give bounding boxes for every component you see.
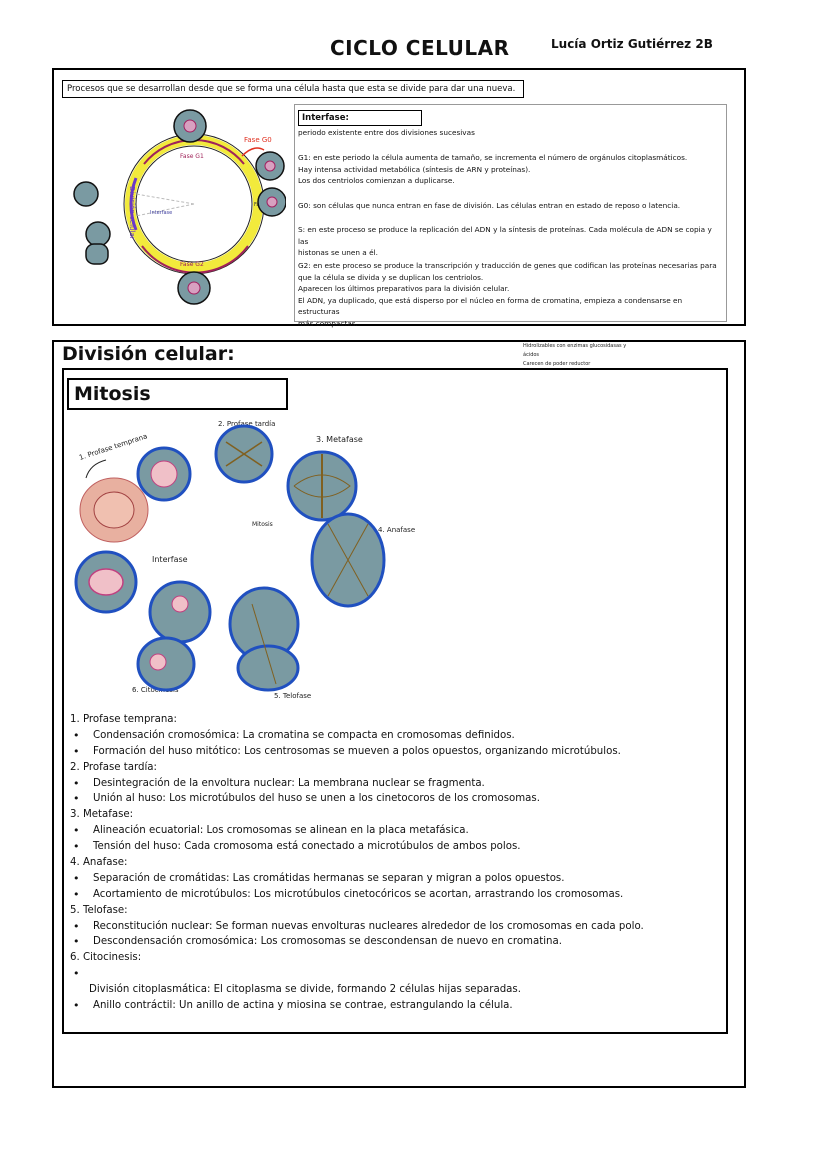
interphase-label: Interfase xyxy=(152,555,188,564)
interphase-label: Interfase xyxy=(150,210,172,216)
early-prophase-cell-2 xyxy=(136,446,192,502)
cell-left-dividing xyxy=(73,181,111,265)
phase-heading: 6. Citocinesis: xyxy=(70,952,142,964)
metaphase-cell xyxy=(286,450,358,522)
side-note-1: Hidrolizables con enzimas glucosidasas y xyxy=(523,343,627,349)
cell-division-section xyxy=(52,340,746,1088)
phase-item: Desintegración de la envoltura nuclear: … xyxy=(70,776,710,792)
phase-heading: 1. Profase temprana: xyxy=(70,714,177,725)
phase-item: Formación del huso mitótico: Los centros… xyxy=(70,744,710,760)
cell-right xyxy=(257,187,286,217)
g1-paragraph: G1: en este periodo la célula aumenta de… xyxy=(298,153,688,185)
phases-list: 1. Profase temprana: Condensación cromos… xyxy=(70,712,710,1014)
s-paragraph: S: en este proceso se produce la replica… xyxy=(298,225,712,257)
mitosis-diagram: 1. Profase temprana 2. Profase tardía 3.… xyxy=(74,420,415,700)
anaphase-label: 4. Anafase xyxy=(378,526,415,534)
late-prophase-cell xyxy=(214,424,274,484)
division-label: División celular xyxy=(128,186,136,240)
late-prophase-label: 2. Profase tardía xyxy=(218,420,275,428)
g0-paragraph: G0: son células que nunca entran en fase… xyxy=(298,201,681,210)
interphase-title: Interfase: xyxy=(298,110,422,126)
cell-bottom xyxy=(177,271,211,305)
cell-cycle-section xyxy=(52,68,746,326)
phase-item: Unión al huso: Los microtúbulos del huso… xyxy=(70,791,710,807)
side-note-3: Carecen de poder reductor xyxy=(523,361,591,367)
g0-arrow xyxy=(241,147,265,157)
cell-division-title: División celular: xyxy=(62,343,235,365)
cell-cycle-diagram: Fase G0 Fase G1 Fase G2 Fase S Interfase… xyxy=(73,109,286,305)
page-title: CICLO CELULAR xyxy=(330,36,510,60)
early-prophase-label: 1. Profase temprana xyxy=(78,432,148,462)
phase-item-empty xyxy=(70,966,710,982)
cytokinesis-cell xyxy=(136,580,212,692)
mitosis-panel xyxy=(62,368,728,1034)
cell-right-top xyxy=(255,151,285,181)
mitosis-center-label: Mitosis xyxy=(252,521,273,528)
interphase-subtitle: periodo existente entre dos divisiones s… xyxy=(298,128,475,137)
mitosis-title: Mitosis xyxy=(67,378,288,410)
phase-item: Anillo contráctil: Un anillo de actina y… xyxy=(70,998,710,1014)
phase-heading: 5. Telofase: xyxy=(70,904,128,916)
interphase-cell xyxy=(74,550,138,614)
metaphase-label: 3. Metafase xyxy=(316,435,363,444)
phase-item: Separación de cromátidas: Las cromátidas… xyxy=(70,871,710,887)
cytokinesis-label: 6. Citocinesis xyxy=(132,686,179,694)
anaphase-cell xyxy=(310,512,386,608)
phase-item: Alineación ecuatorial: Los cromosomas se… xyxy=(70,823,710,839)
cell-top xyxy=(173,109,207,143)
phase-heading: 4. Anafase: xyxy=(70,857,128,869)
phase-item: Reconstitución nuclear: Se forman nuevas… xyxy=(70,919,710,935)
phase-item: Condensación cromosómica: La cromatina s… xyxy=(70,728,710,744)
telophase-cell xyxy=(228,586,300,692)
g0-label: Fase G0 xyxy=(244,136,272,144)
author-name: Lucía Ortiz Gutiérrez 2B xyxy=(551,37,713,51)
cycle-ring-inner-outline xyxy=(135,145,253,263)
phase-heading: 2. Profase tardía: xyxy=(70,761,157,773)
g2-paragraph: G2: en este proceso se produce la transc… xyxy=(298,261,717,328)
phase-item: Acortamiento de microtúbulos: Los microt… xyxy=(70,887,710,903)
g1-label: Fase G1 xyxy=(180,153,204,160)
interphase-panel xyxy=(294,104,727,322)
telophase-label: 5. Telofase xyxy=(274,692,311,700)
cell-cycle-definition: Procesos que se desarrollan desde que se… xyxy=(62,80,524,98)
phase-item: Descondensación cromosómica: Los cromoso… xyxy=(70,934,710,950)
side-note-2: ácidos xyxy=(523,352,540,358)
division-arc xyxy=(129,177,138,231)
phase-item: Tensión del huso: Cada cromosoma está co… xyxy=(70,839,710,855)
brace-mark xyxy=(85,459,107,479)
phase-item-continuation: División citoplasmática: El citoplasma s… xyxy=(89,984,521,996)
g2-label: Fase G2 xyxy=(180,261,204,268)
early-prophase-cell xyxy=(79,477,149,543)
phase-heading: 3. Metafase: xyxy=(70,809,134,821)
